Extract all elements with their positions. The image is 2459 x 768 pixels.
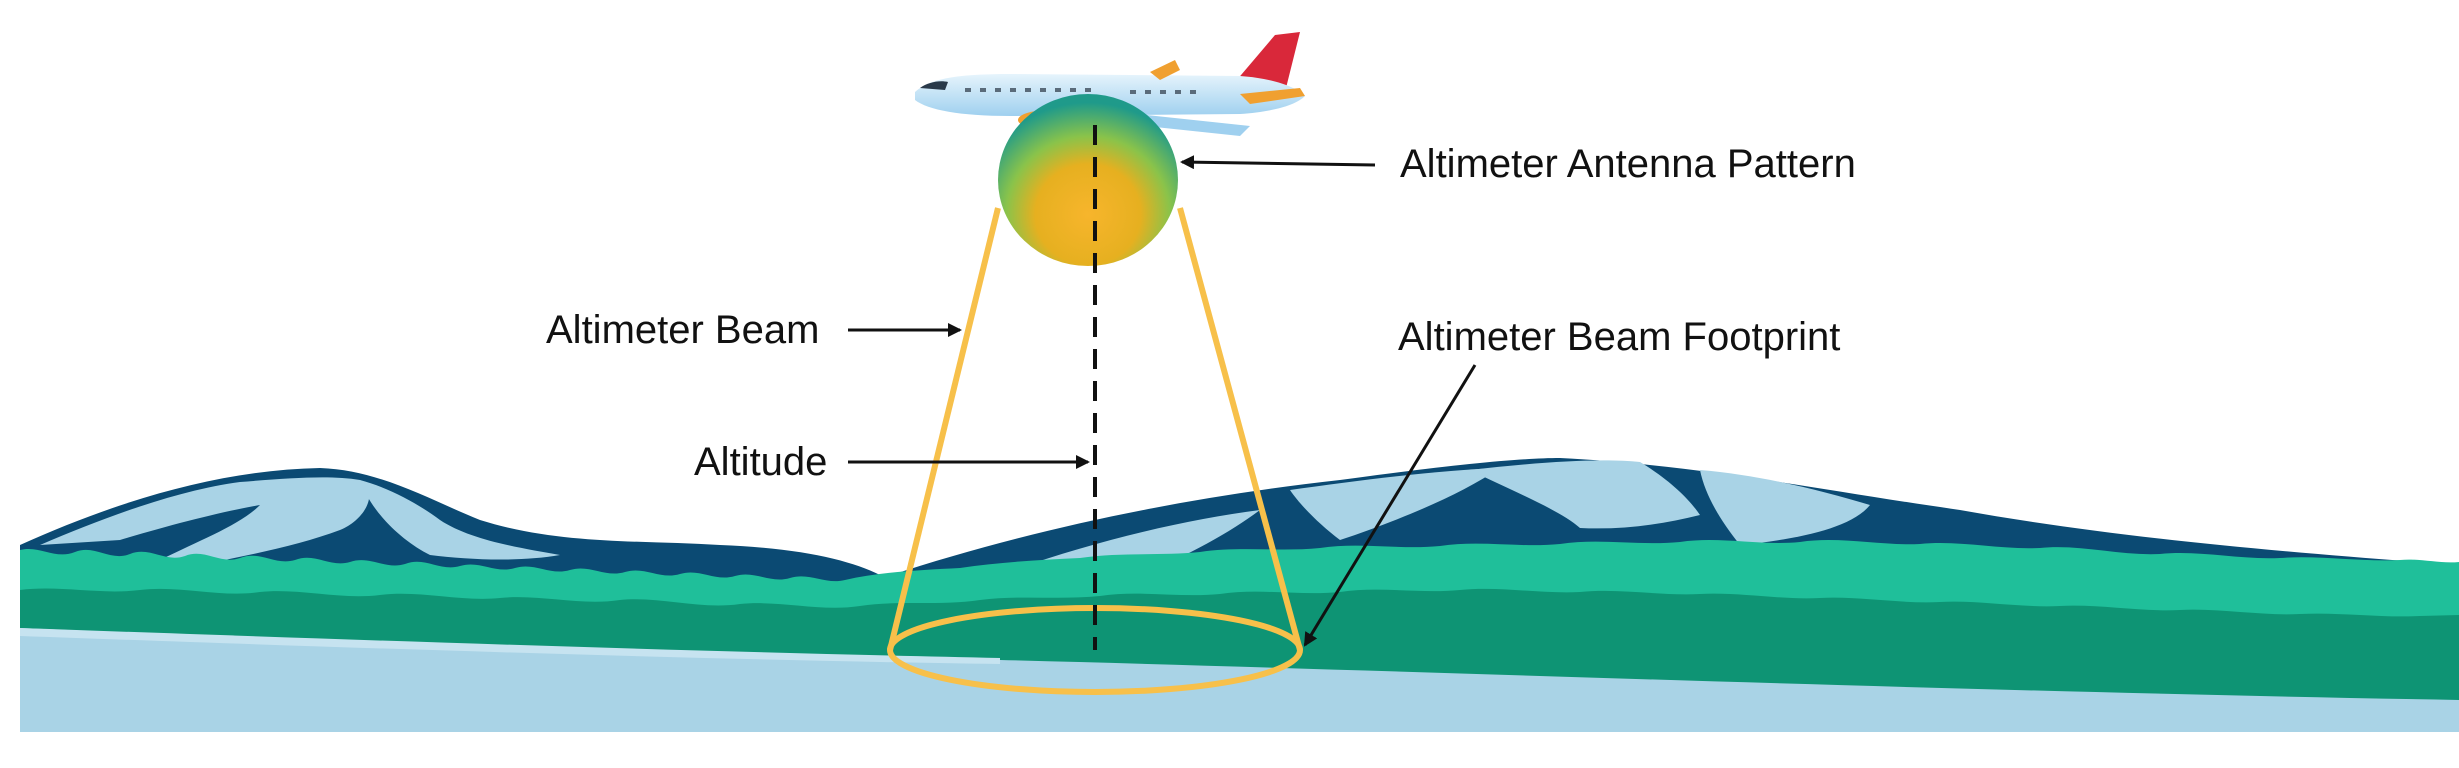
plane-stabilizer xyxy=(1240,88,1305,104)
beam-edge-left xyxy=(887,207,1001,651)
callout-arrows xyxy=(848,155,1477,647)
altitude-label: Altitude xyxy=(694,440,827,484)
beam-footprint-label: Altimeter Beam Footprint xyxy=(1398,315,1840,359)
plane-winglet xyxy=(1150,60,1180,80)
footprint-arrow xyxy=(1303,364,1477,647)
antenna-pattern-arrow xyxy=(1180,155,1376,170)
plane-windows xyxy=(965,88,1196,94)
beam-edge-right xyxy=(1177,207,1303,651)
plane-cockpit xyxy=(920,81,948,90)
altimeter-beam xyxy=(887,207,1303,695)
antenna-pattern-sphere xyxy=(998,94,1178,266)
antenna-pattern-label: Altimeter Antenna Pattern xyxy=(1400,142,1856,186)
beam-label: Altimeter Beam xyxy=(546,308,819,352)
plane-fuselage xyxy=(915,74,1305,116)
